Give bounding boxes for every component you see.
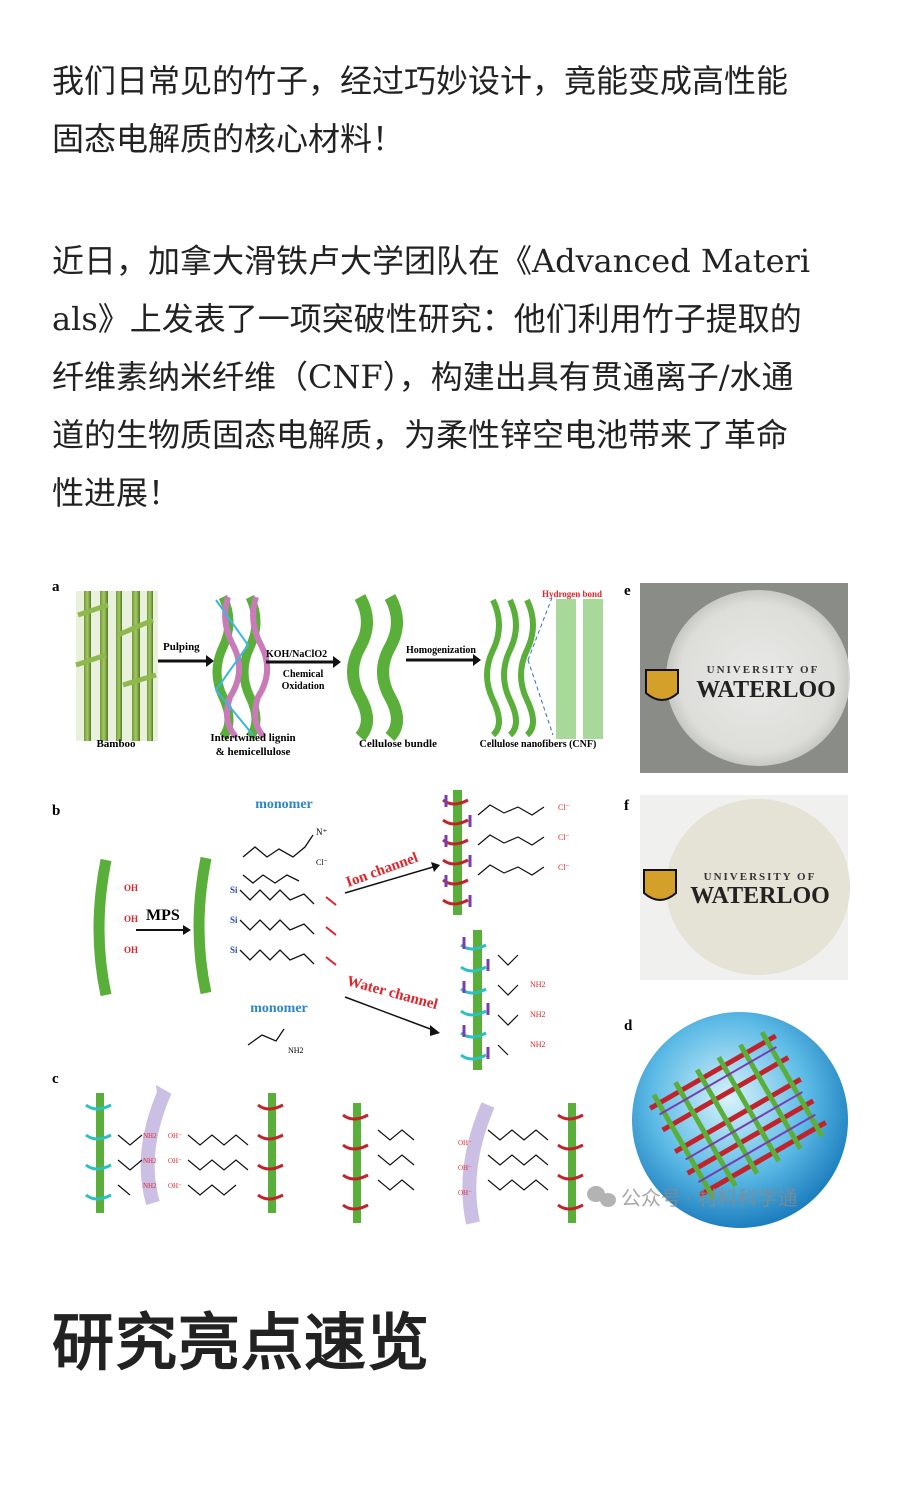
silicon-label: Si	[230, 885, 238, 895]
hemicellulose-label: & hemicellulose	[216, 746, 291, 758]
chemical-label: Chemical	[283, 669, 324, 680]
university-text: UNIVERSITY OF	[704, 871, 817, 883]
panel-label-c: c	[52, 1071, 59, 1087]
text-line: 我们日常见的竹子，经过巧妙设计，竟能变成高性能	[52, 62, 789, 100]
waterloo-text: WATERLOO	[696, 677, 836, 703]
water-channel-label: Water channel	[345, 973, 439, 1013]
monomer-label-bottom: monomer	[250, 1001, 308, 1016]
watermark-text: 公众号 · 材料科学通	[621, 1187, 798, 1210]
panel-label-e: e	[624, 583, 631, 599]
watermark: 公众号 · 材料科学通	[587, 1186, 798, 1210]
hydrogen-bond-label: Hydrogen bond	[542, 589, 602, 599]
panel-f-photo: f UNIVERSITY OF WATERLOO	[624, 795, 850, 980]
pulping-label: Pulping	[163, 641, 200, 653]
cnf-chain	[556, 599, 576, 739]
hydroxide-label: OH⁻	[458, 1139, 472, 1147]
cnf-fibers	[484, 598, 536, 738]
panel-label-b: b	[52, 803, 60, 819]
hydroxyl-label: OH	[124, 883, 138, 893]
hydroxide-label: OH⁻	[458, 1189, 472, 1197]
crest-icon	[643, 869, 677, 901]
hydroxyl-label: OH	[124, 945, 138, 955]
panel-a: a Bamboo Pulping Intertwined lignin & he…	[52, 579, 603, 758]
waterloo-text: WATERLOO	[690, 883, 830, 909]
panel-e-photo: e UNIVERSITY OF WATERLOO	[624, 583, 850, 773]
arrow-icon	[430, 1025, 440, 1036]
amine-label: NH2	[288, 1046, 304, 1055]
monomer-label-top: monomer	[255, 797, 313, 812]
chloride-label: Cl⁻	[558, 803, 570, 812]
cnf-label: Cellulose nanofibers (CNF)	[480, 739, 597, 750]
bamboo-photo	[75, 591, 158, 741]
arrow-icon	[183, 925, 191, 935]
text-line: als》上发表了一项突破性研究：他们利用竹子提取的	[52, 300, 802, 338]
arrow-icon	[473, 654, 481, 666]
bundle-label: Cellulose bundle	[359, 738, 437, 750]
text-line: 性进展！	[52, 474, 181, 512]
section-heading: 研究亮点速览	[52, 1306, 431, 1379]
text-line: 近日，加拿大滑铁卢大学团队在《Advanced Materi	[52, 242, 811, 280]
amine-label: NH2	[143, 1182, 157, 1190]
cnf-chain	[583, 599, 603, 739]
arrow-icon	[431, 862, 440, 872]
research-figure: a Bamboo Pulping Intertwined lignin & he…	[52, 579, 850, 1228]
ion-channel-label: Ion channel	[344, 850, 420, 891]
oxidation-label: Oxidation	[282, 681, 325, 692]
lignin-fibers	[212, 595, 271, 740]
koh-label: KOH/NaClO2	[266, 649, 327, 660]
homogenization-label: Homogenization	[406, 645, 476, 656]
lignin-label: Intertwined lignin	[210, 732, 295, 744]
mps-label: MPS	[146, 907, 180, 924]
chloride-label: Cl⁻	[558, 863, 570, 872]
text-line: 纤维素纳米纤维（CNF），构建出具有贯通离子/水通	[52, 358, 794, 396]
amine-label: NH2	[530, 1010, 546, 1019]
amine-label: NH2	[530, 980, 546, 989]
panel-b: b OH OH OH MPS Si Si Si monomer N⁺ Cl⁻ m…	[52, 790, 570, 1070]
text-line: 固态电解质的核心材料！	[52, 120, 405, 158]
hydroxide-label: OH⁻	[168, 1157, 182, 1165]
hydroxide-label: OH⁻	[168, 1132, 182, 1140]
panel-label-d: d	[624, 1018, 633, 1034]
ammonium-label: N⁺	[316, 827, 327, 837]
water-channel-structure: NH2 NH2 NH2	[460, 930, 546, 1070]
silicon-label: Si	[230, 945, 238, 955]
text-line: 道的生物质固态电解质，为柔性锌空电池带来了革命	[52, 416, 789, 454]
transport-arrow	[140, 1088, 172, 1206]
transport-arrow	[462, 1102, 495, 1225]
panel-c: c NH2 NH2 NH2 OH⁻ OH⁻ OH⁻ OH⁻ OH⁻	[52, 1071, 584, 1225]
chloride-label: Cl⁻	[316, 858, 328, 867]
arrow-icon	[333, 656, 341, 668]
university-text: UNIVERSITY OF	[707, 664, 820, 676]
research-paragraph: 近日，加拿大滑铁卢大学团队在《Advanced Materi als》上发表了一…	[52, 232, 852, 522]
hydroxyl-label: OH	[124, 914, 138, 924]
modified-fiber	[193, 856, 212, 995]
ion-channel-structure: Cl⁻ Cl⁻ Cl⁻	[442, 790, 570, 915]
cellulose-bundle	[347, 594, 403, 742]
crest-icon	[645, 669, 679, 701]
silicon-label: Si	[230, 915, 238, 925]
amine-label: NH2	[143, 1132, 157, 1140]
wechat-icon	[587, 1186, 616, 1207]
chloride-label: Cl⁻	[558, 833, 570, 842]
bamboo-label: Bamboo	[96, 738, 136, 750]
panel-d-globe: d	[624, 1012, 848, 1228]
amine-label: NH2	[143, 1157, 157, 1165]
hydroxide-label: OH⁻	[458, 1164, 472, 1172]
hydroxide-label: OH⁻	[168, 1182, 182, 1190]
intro-paragraph: 我们日常见的竹子，经过巧妙设计，竟能变成高性能 固态电解质的核心材料！	[52, 52, 852, 168]
cellulose-fiber	[93, 858, 112, 997]
panel-label-a: a	[52, 579, 60, 595]
amine-label: NH2	[530, 1040, 546, 1049]
panel-label-f: f	[624, 798, 630, 814]
